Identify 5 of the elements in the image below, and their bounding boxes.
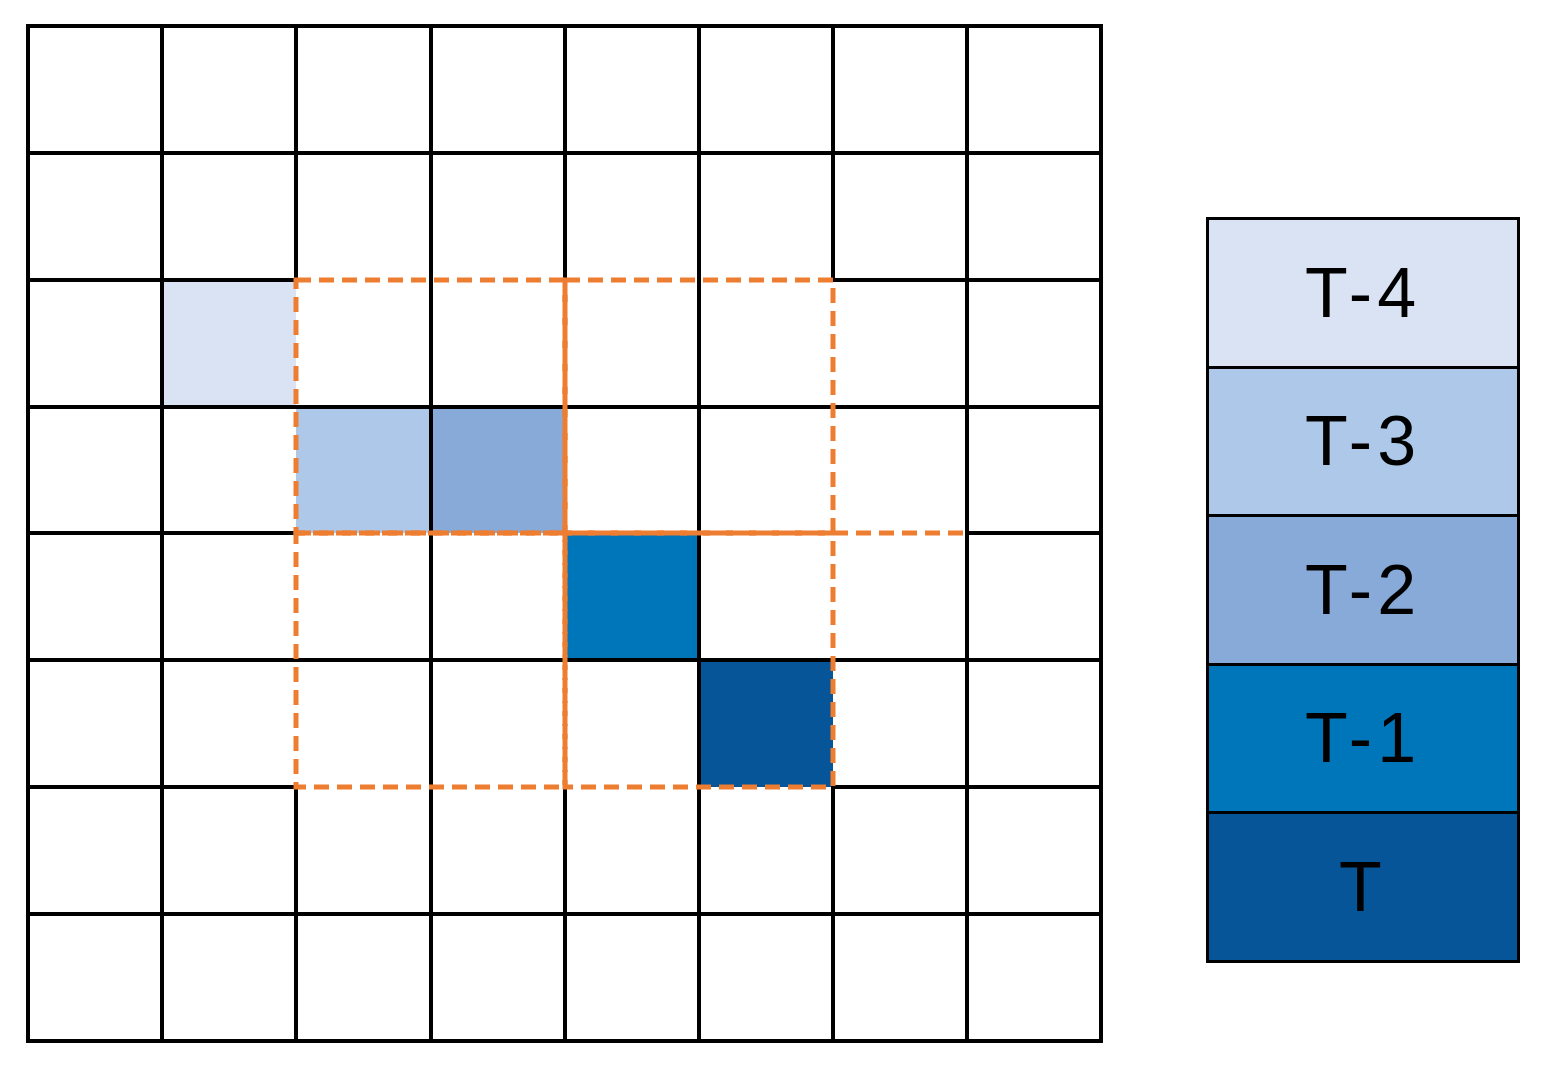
legend-label: T-2 bbox=[1304, 554, 1422, 625]
legend-label: T-3 bbox=[1304, 406, 1422, 477]
legend-label: T bbox=[1339, 851, 1387, 922]
legend-label: T-1 bbox=[1304, 703, 1422, 774]
legend-label: T-4 bbox=[1304, 257, 1422, 328]
